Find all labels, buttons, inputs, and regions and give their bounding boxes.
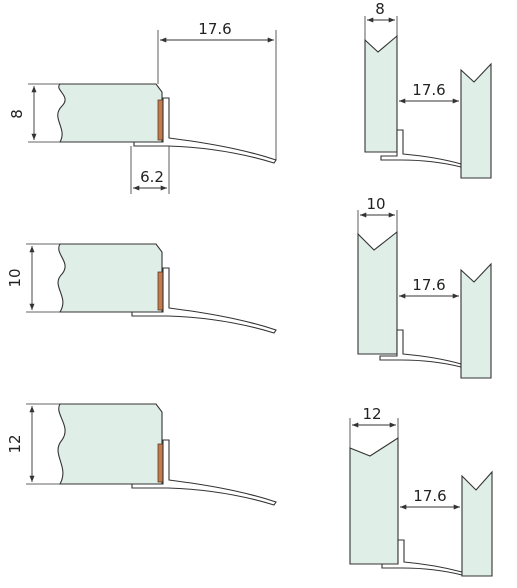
- glass-panel: [357, 230, 398, 355]
- thickness-label: 8: [8, 109, 26, 119]
- magnetic-seal-strip: [157, 99, 164, 141]
- thickness-label: 12: [6, 434, 24, 453]
- wall-panel: [460, 262, 492, 379]
- thickness-label: 10: [6, 268, 24, 287]
- wall-panel: [460, 62, 492, 179]
- thickness-label: 8: [375, 0, 385, 18]
- seal-profile: [133, 97, 277, 164]
- seal-profile: [131, 267, 277, 334]
- glass-panel: [349, 436, 399, 565]
- left-detail-8: 8 17.6 6.2: [8, 20, 277, 194]
- gap-label: 17.6: [412, 81, 445, 99]
- glass-panel: [57, 83, 163, 143]
- glass-panel: [364, 34, 398, 153]
- magnetic-seal-strip: [157, 271, 164, 311]
- gap-label: 17.6: [413, 487, 446, 505]
- magnetic-seal-strip: [157, 443, 164, 483]
- thickness-label: 12: [362, 405, 381, 423]
- thickness-label: 10: [366, 195, 385, 213]
- right-detail-10: 10 17.6: [357, 195, 492, 379]
- profile-width-label: 6.2: [140, 168, 164, 186]
- right-detail-8: 8 17.6: [364, 0, 492, 179]
- seal-profile: [131, 439, 277, 506]
- glass-panel: [57, 243, 163, 313]
- wall-panel: [461, 470, 493, 577]
- left-detail-12: 12: [6, 403, 277, 506]
- right-detail-12: 12 17.6: [349, 405, 493, 577]
- gap-label: 17.6: [198, 20, 231, 38]
- gap-label: 17.6: [412, 276, 445, 294]
- glass-panel: [57, 403, 163, 485]
- left-detail-10: 10: [6, 243, 277, 334]
